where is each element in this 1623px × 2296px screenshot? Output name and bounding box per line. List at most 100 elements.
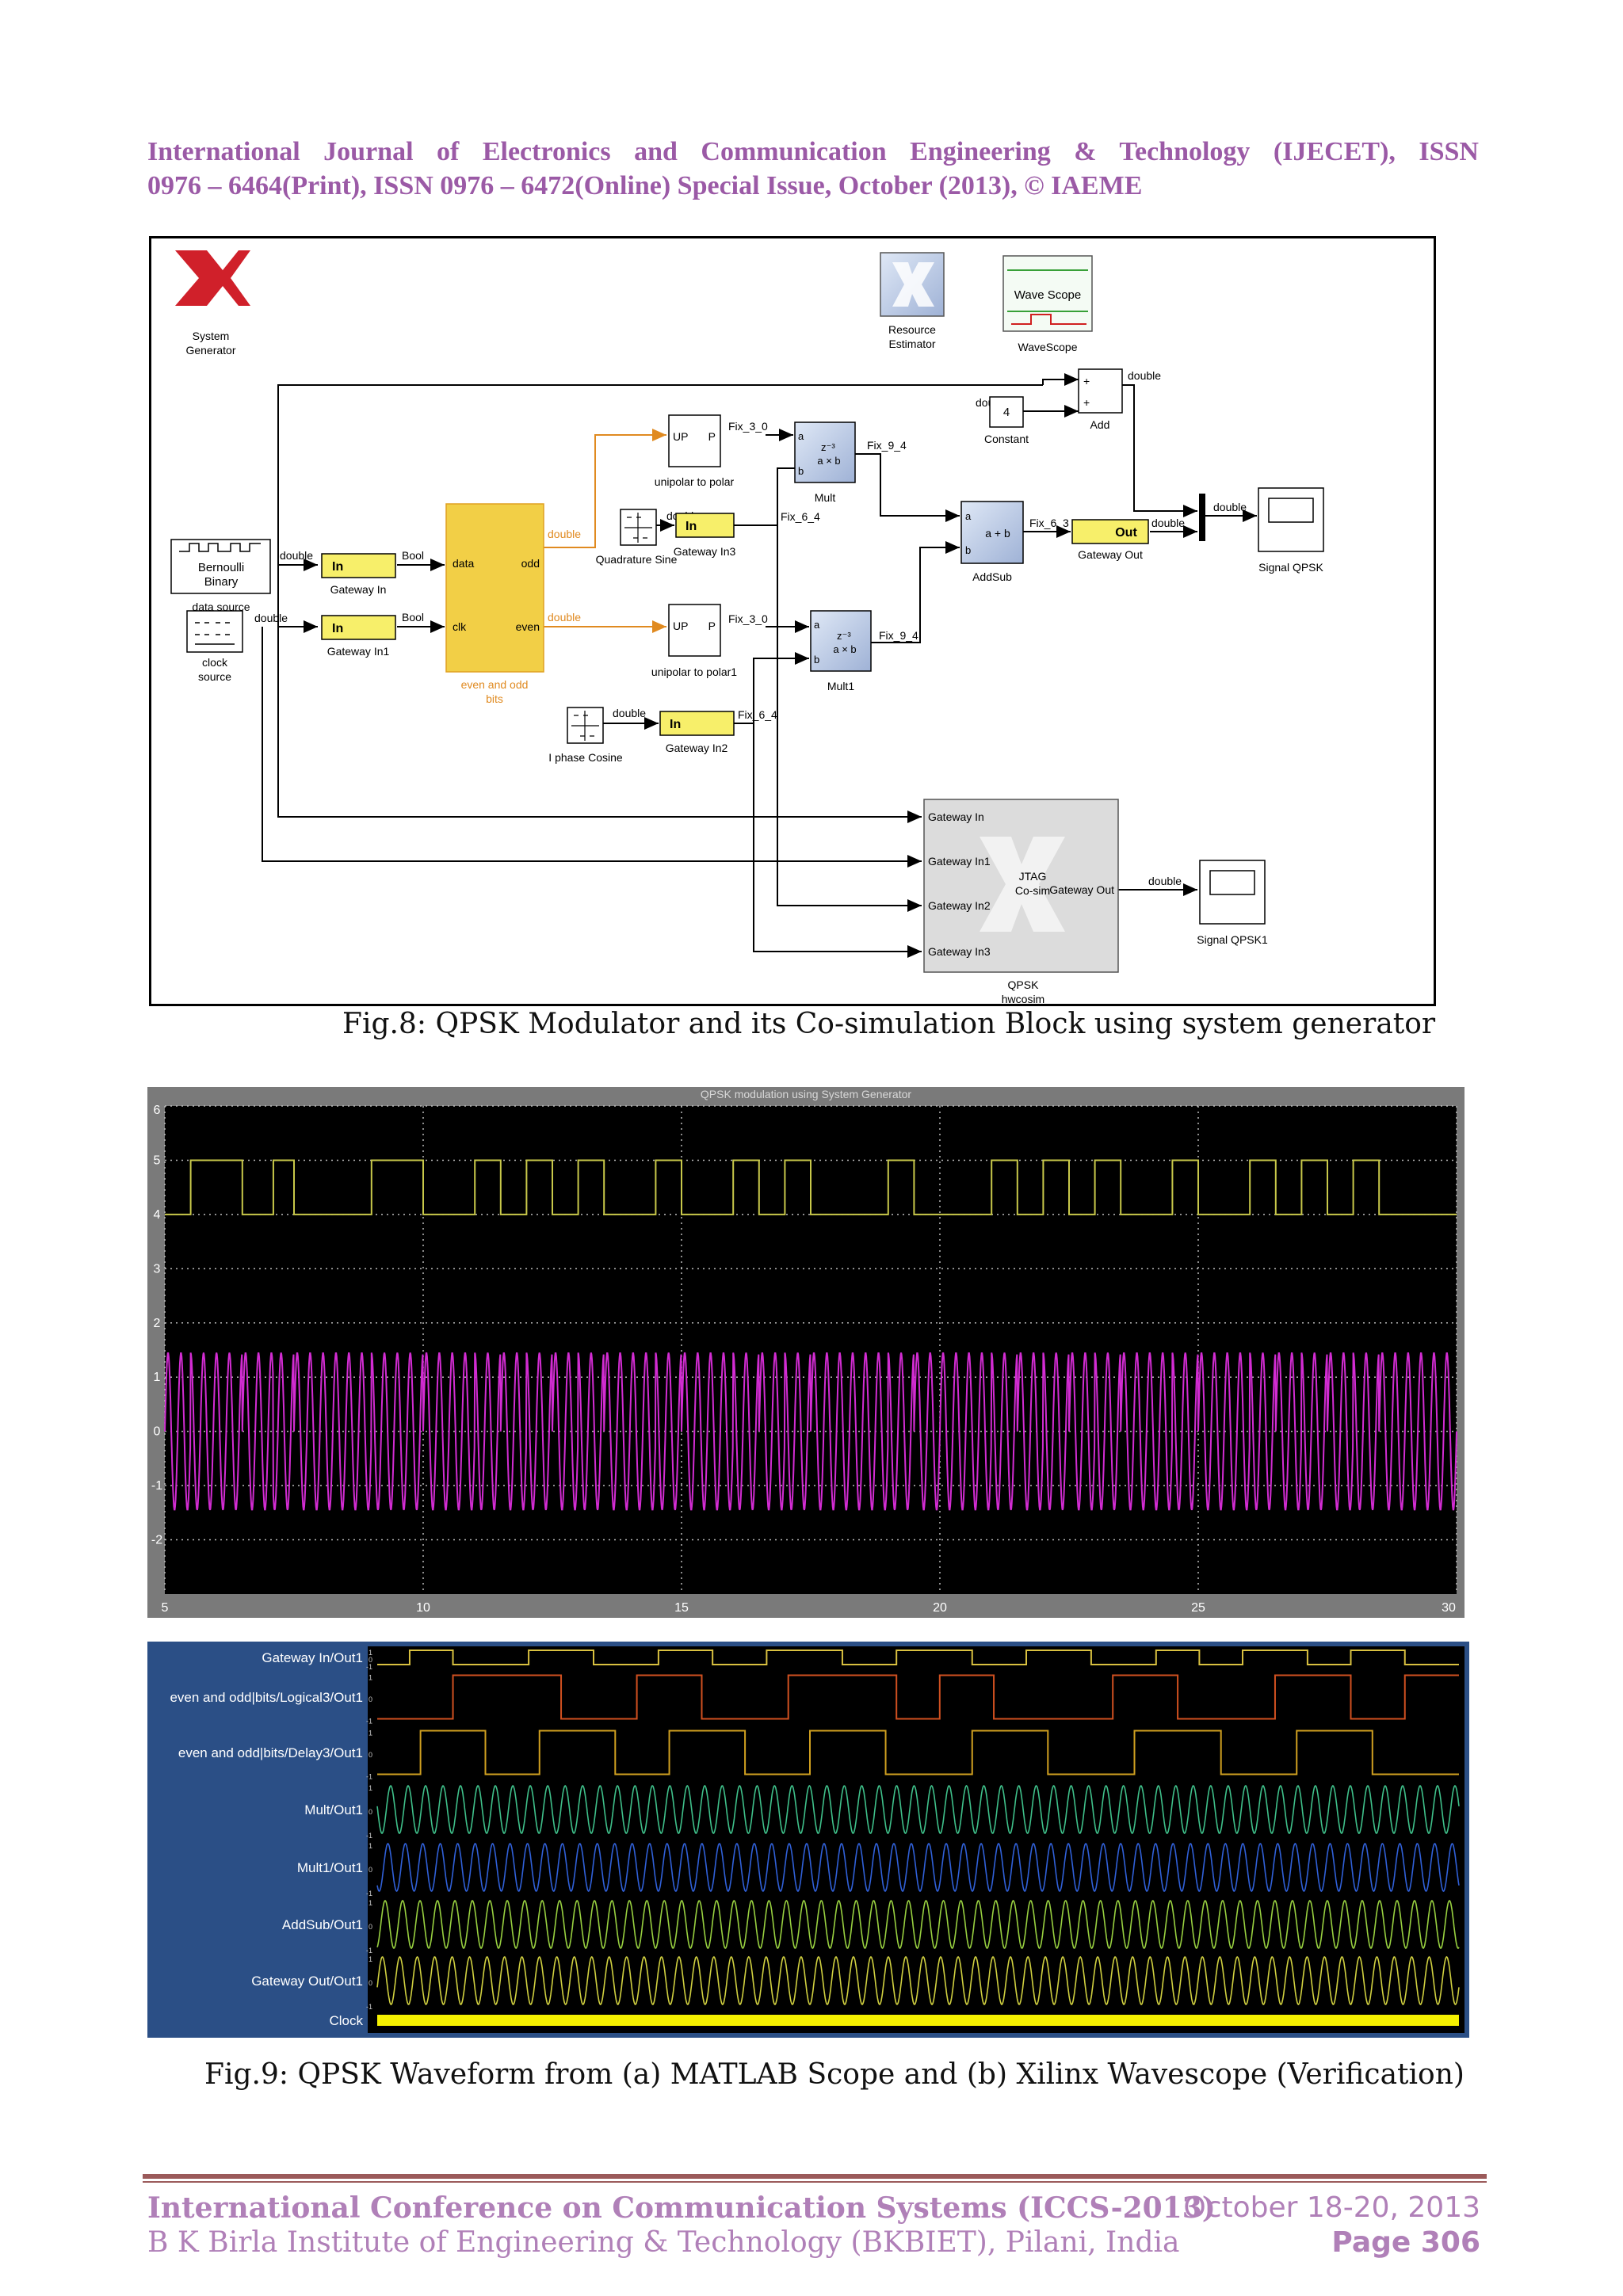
gateway-in1-port: In [332, 622, 343, 635]
addsub-block[interactable]: a b a + b AddSub [960, 501, 1024, 583]
add-label: Add [1090, 418, 1110, 431]
journal-line-2: 0976 – 6464(Print), ISSN 0976 – 6472(Onl… [147, 171, 1143, 200]
wavescope-block[interactable]: Wave Scope WaveScope [1002, 255, 1093, 353]
label-double-odd: double [548, 528, 581, 540]
mult-port-a: a [798, 430, 804, 442]
estimator-icon [892, 262, 934, 307]
wavescope-scale-1-1: 0 [369, 1695, 372, 1703]
quadrature-sine-label: Quadrature Sine [596, 553, 678, 566]
bernoulli-icon [179, 543, 261, 552]
wavescope-scale-2-0: 1 [369, 1730, 372, 1737]
scope-y-tick-4: 2 [154, 1317, 161, 1330]
wavescope-signal-labels: Gateway In/Out1 1 0 -1 even and odd|bits/Log… [170, 1649, 372, 2028]
wavescope-label-7: Clock [329, 2013, 363, 2028]
wavescope-label-4: Mult1/Out1 [297, 1860, 363, 1875]
scope1-icon [1209, 870, 1255, 895]
label-double-4: double [1213, 501, 1247, 513]
addsub-label: AddSub [972, 570, 1012, 583]
gateway-in3-port: In [685, 520, 697, 533]
wire-clock-to-cosim [262, 627, 912, 862]
hwcosim-logo-icon [980, 837, 1065, 932]
cosine-icon [571, 711, 599, 741]
gateway-in1-block[interactable]: In Gateway In1 [321, 615, 396, 658]
footer-page: Page 306 [1331, 2226, 1480, 2259]
sine-icon [624, 513, 652, 543]
constant-block[interactable]: 4 Constant [984, 396, 1029, 445]
wavescope-label-1: even and odd|bits/Logical3/Out1 [170, 1690, 363, 1705]
scope-y-tick-3: 3 [154, 1262, 161, 1276]
footer-rule-thin [143, 2181, 1487, 2183]
wavescope-icon [1011, 314, 1086, 325]
add-block[interactable]: + + Add [1078, 368, 1123, 431]
gateway-in-block[interactable]: In Gateway In [321, 553, 396, 596]
wavescope-scale-6-2: -1 [366, 2003, 372, 2011]
mult-op: a × b [817, 455, 840, 467]
even-odd-port-clk: clk [453, 620, 467, 633]
scope-y-tick-1: 5 [154, 1154, 161, 1167]
mult-block[interactable]: a b z⁻³ a × b Mult [794, 421, 856, 504]
scope-x-tick-3: 20 [933, 1601, 947, 1615]
wavescope-trace-2 [377, 1730, 1459, 1775]
scope-x-tick-1: 10 [416, 1601, 430, 1615]
mux-block[interactable] [1199, 494, 1205, 541]
wavescope-trace-0 [377, 1650, 1459, 1665]
clock-icon [195, 622, 235, 645]
i-phase-cosine-block[interactable]: I phase Cosine [548, 707, 623, 764]
label-double-2: double [254, 612, 288, 624]
wavescope-trace-5 [376, 1899, 1460, 1949]
wavescope-scale-4-2: -1 [366, 1890, 372, 1897]
fig9-caption: Fig.9: QPSK Waveform from (a) MATLAB Sco… [204, 2058, 1465, 2091]
gateway-in3-block[interactable]: In Gateway In3 [674, 513, 736, 558]
gateway-in2-block[interactable]: In Gateway In2 [659, 711, 735, 754]
constant-value: 4 [1003, 406, 1010, 419]
even-odd-port-even: even [516, 620, 540, 633]
label-double-8: double [613, 707, 646, 719]
wavescope-traces [376, 1650, 1460, 2026]
scope-title: QPSK modulation using System Generator [701, 1088, 911, 1100]
u2p1-port-up: UP [673, 620, 688, 632]
wavescope-icon-label: Wave Scope [1014, 288, 1082, 302]
gateway-out-block[interactable]: Out Gateway Out [1071, 519, 1149, 561]
mult1-op: a × b [833, 643, 856, 655]
wavescope-scale-6-1: 0 [369, 1979, 372, 1987]
scope-qpsk-series [164, 1352, 1457, 1511]
wavescope-scale-2-2: -1 [366, 1773, 372, 1781]
wire-mult1-addsub [854, 541, 960, 643]
wire-odd-u2p [544, 429, 666, 548]
even-odd-port-odd: odd [521, 557, 540, 570]
wire-gw2-cosim [753, 723, 912, 952]
scope-y-tick-7: -1 [151, 1479, 162, 1493]
unipolar-to-polar1-block[interactable]: UP P unipolar to polar1 [651, 604, 737, 678]
qpsk-hwcosim-block[interactable]: Gateway In Gateway In1 Gateway In2 Gatew… [923, 799, 1119, 1004]
wavescope-scale-5-2: -1 [366, 1947, 372, 1955]
mult1-delay: z⁻³ [837, 630, 851, 642]
mult1-block[interactable]: a b z⁻³ a × b Mult1 [810, 610, 872, 692]
quadrature-sine-block[interactable]: Quadrature Sine [596, 509, 678, 566]
add-port-plus-1: + [1083, 375, 1090, 387]
label-double-1: double [280, 549, 313, 562]
wavescope-label-6: Gateway Out/Out1 [251, 1974, 363, 1989]
label-fix30-2: Fix_3_0 [728, 612, 768, 625]
scope-y-tick-2: 4 [154, 1208, 161, 1222]
wavescope-plot: Gateway In/Out1 1 0 -1 even and odd|bits/Log… [170, 1646, 1465, 2033]
mult-port-b: b [798, 465, 804, 477]
cosim-out-port: Gateway Out [1049, 883, 1114, 896]
wavescope-label-5: AddSub/Out1 [282, 1917, 363, 1932]
label-double-3: double [1151, 517, 1185, 529]
unipolar-to-polar-block[interactable]: UP P unipolar to polar [655, 414, 735, 488]
u2p1-label: unipolar to polar1 [651, 666, 737, 678]
signal-qpsk1-scope[interactable]: Signal QPSK1 [1197, 860, 1268, 946]
scope-x-tick-2: 15 [674, 1601, 689, 1615]
wavescope-label-0: Gateway In/Out1 [262, 1650, 363, 1665]
signal-qpsk-scope[interactable]: Signal QPSK [1258, 487, 1324, 574]
gateway-in2-label: Gateway In2 [666, 742, 728, 754]
matlab-scope-plot: QPSK modulation using System Generator 5… [151, 1088, 1457, 1615]
